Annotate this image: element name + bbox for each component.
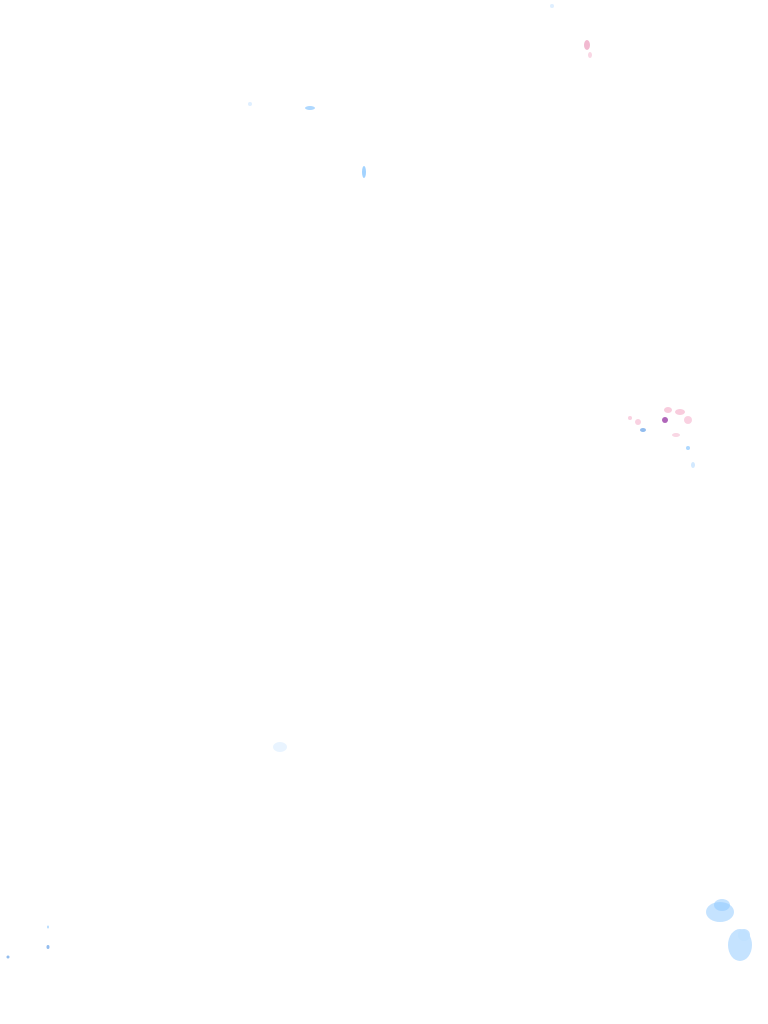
rain-cell bbox=[550, 4, 554, 8]
mix-cell bbox=[672, 433, 680, 437]
rain-cell bbox=[6, 955, 10, 959]
rain-cell bbox=[248, 102, 252, 106]
rain-cell bbox=[46, 945, 50, 949]
rain-cell bbox=[305, 106, 315, 110]
rain-cell bbox=[686, 446, 690, 450]
mix-cell bbox=[664, 407, 672, 413]
rain-cell bbox=[47, 925, 49, 929]
mix-cell bbox=[684, 416, 692, 424]
mix-cell bbox=[588, 52, 592, 58]
mix-cell bbox=[635, 419, 641, 425]
mix-cell bbox=[584, 40, 590, 50]
precip-cells bbox=[6, 4, 752, 961]
rain-cell bbox=[640, 428, 646, 432]
mix-cell bbox=[628, 416, 632, 420]
mix-cell bbox=[675, 409, 685, 415]
rain-cell bbox=[273, 742, 287, 752]
mix-cell bbox=[662, 417, 668, 423]
rain-cell bbox=[691, 462, 695, 468]
rain-cell bbox=[362, 166, 366, 178]
rain-cell bbox=[714, 899, 730, 911]
rain-cell bbox=[738, 929, 750, 941]
